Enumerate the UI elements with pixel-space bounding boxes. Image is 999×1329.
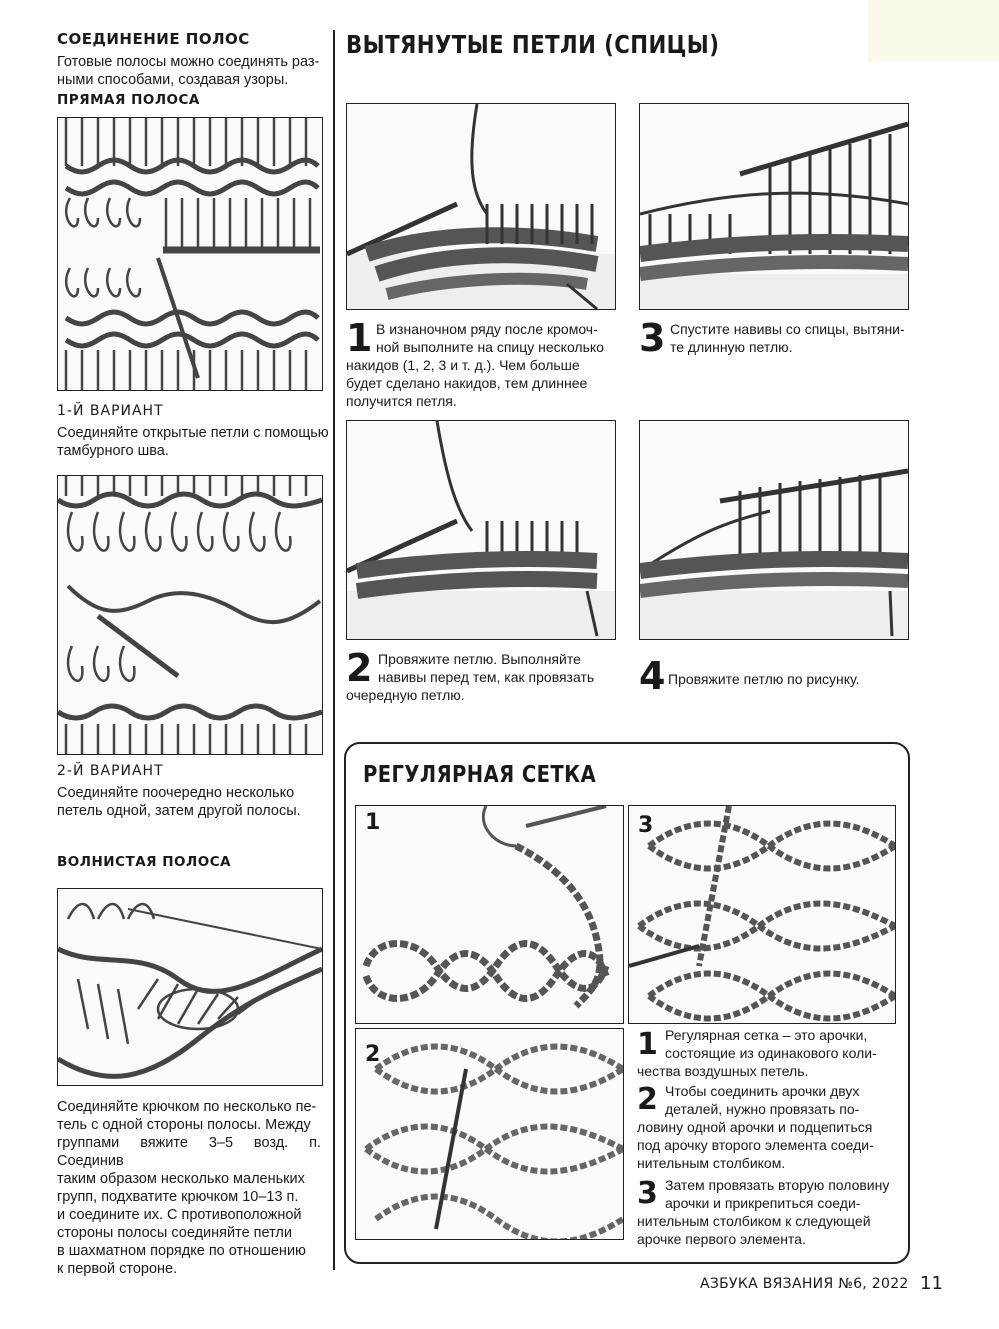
mesh-step2-text: Чтобы соединить арочки двух деталей, нуж… — [665, 1082, 900, 1172]
column-divider — [333, 30, 335, 1270]
corner-tint — [868, 0, 999, 62]
mesh-step2-illustration — [355, 1028, 624, 1240]
step4-illustration — [639, 420, 909, 640]
step4-text: Провяжите петлю по рисунку. — [668, 670, 908, 688]
wavy-strip-illustration — [57, 888, 323, 1086]
straight-strip-illustration — [57, 117, 323, 391]
step4-number: 4 — [639, 658, 665, 694]
mesh-step1-illustration — [355, 805, 624, 1024]
page-number: 11 — [920, 1273, 943, 1294]
step2-text: Провяжите петлю. Выполняйте навивы перед… — [378, 650, 618, 704]
mesh-step1-number: 1 — [637, 1031, 658, 1059]
mesh-label-1: 1 — [365, 810, 380, 835]
step3-number: 3 — [639, 320, 665, 356]
mesh-step1-text: Регулярная сетка – это арочки, состоящие… — [665, 1026, 900, 1080]
step3-text: Спустите навивы со спицы, вытяни- те дли… — [670, 320, 910, 356]
step3-illustration — [639, 103, 909, 310]
variant2-text: Соединяйте поочередно несколько петель о… — [57, 784, 301, 820]
mesh-step2-number: 2 — [637, 1086, 658, 1114]
wavy-title: ВОЛНИСТАЯ ПОЛОСА — [57, 854, 231, 870]
wavy-text: Соединяйте крючком по несколько пе- тель… — [57, 1098, 321, 1278]
straight-title: ПРЯМАЯ ПОЛОСА — [57, 92, 200, 108]
join-text: Готовые полосы можно соединять раз- ными… — [57, 53, 319, 89]
variant2-illustration — [57, 475, 323, 755]
variant1-title: 1-Й ВАРИАНТ — [57, 403, 164, 419]
mesh-label-3: 3 — [638, 813, 653, 838]
mesh-label-2: 2 — [365, 1042, 380, 1067]
step2-illustration — [346, 420, 616, 640]
mesh-step3-text: Затем провязать вторую половину арочки и… — [665, 1176, 900, 1248]
mesh-step3-number: 3 — [637, 1180, 658, 1208]
step2-number: 2 — [346, 650, 372, 686]
variant1-text: Соединяйте открытые петли с помощью тамб… — [57, 424, 329, 460]
step1-illustration — [346, 103, 616, 310]
variant2-title: 2-Й ВАРИАНТ — [57, 763, 164, 779]
mesh-title: РЕГУЛЯРНАЯ СЕТКА — [363, 762, 596, 788]
magazine-footer: АЗБУКА ВЯЗАНИЯ №6, 2022 — [700, 1276, 909, 1292]
join-title: СОЕДИНЕНИЕ ПОЛОС — [57, 30, 250, 48]
mesh-step3-illustration — [628, 805, 896, 1024]
step1-text: В изнаночном ряду после кромоч- ной выпо… — [376, 320, 616, 410]
elongated-loops-title: ВЫТЯНУТЫЕ ПЕТЛИ (СПИЦЫ) — [346, 30, 719, 59]
